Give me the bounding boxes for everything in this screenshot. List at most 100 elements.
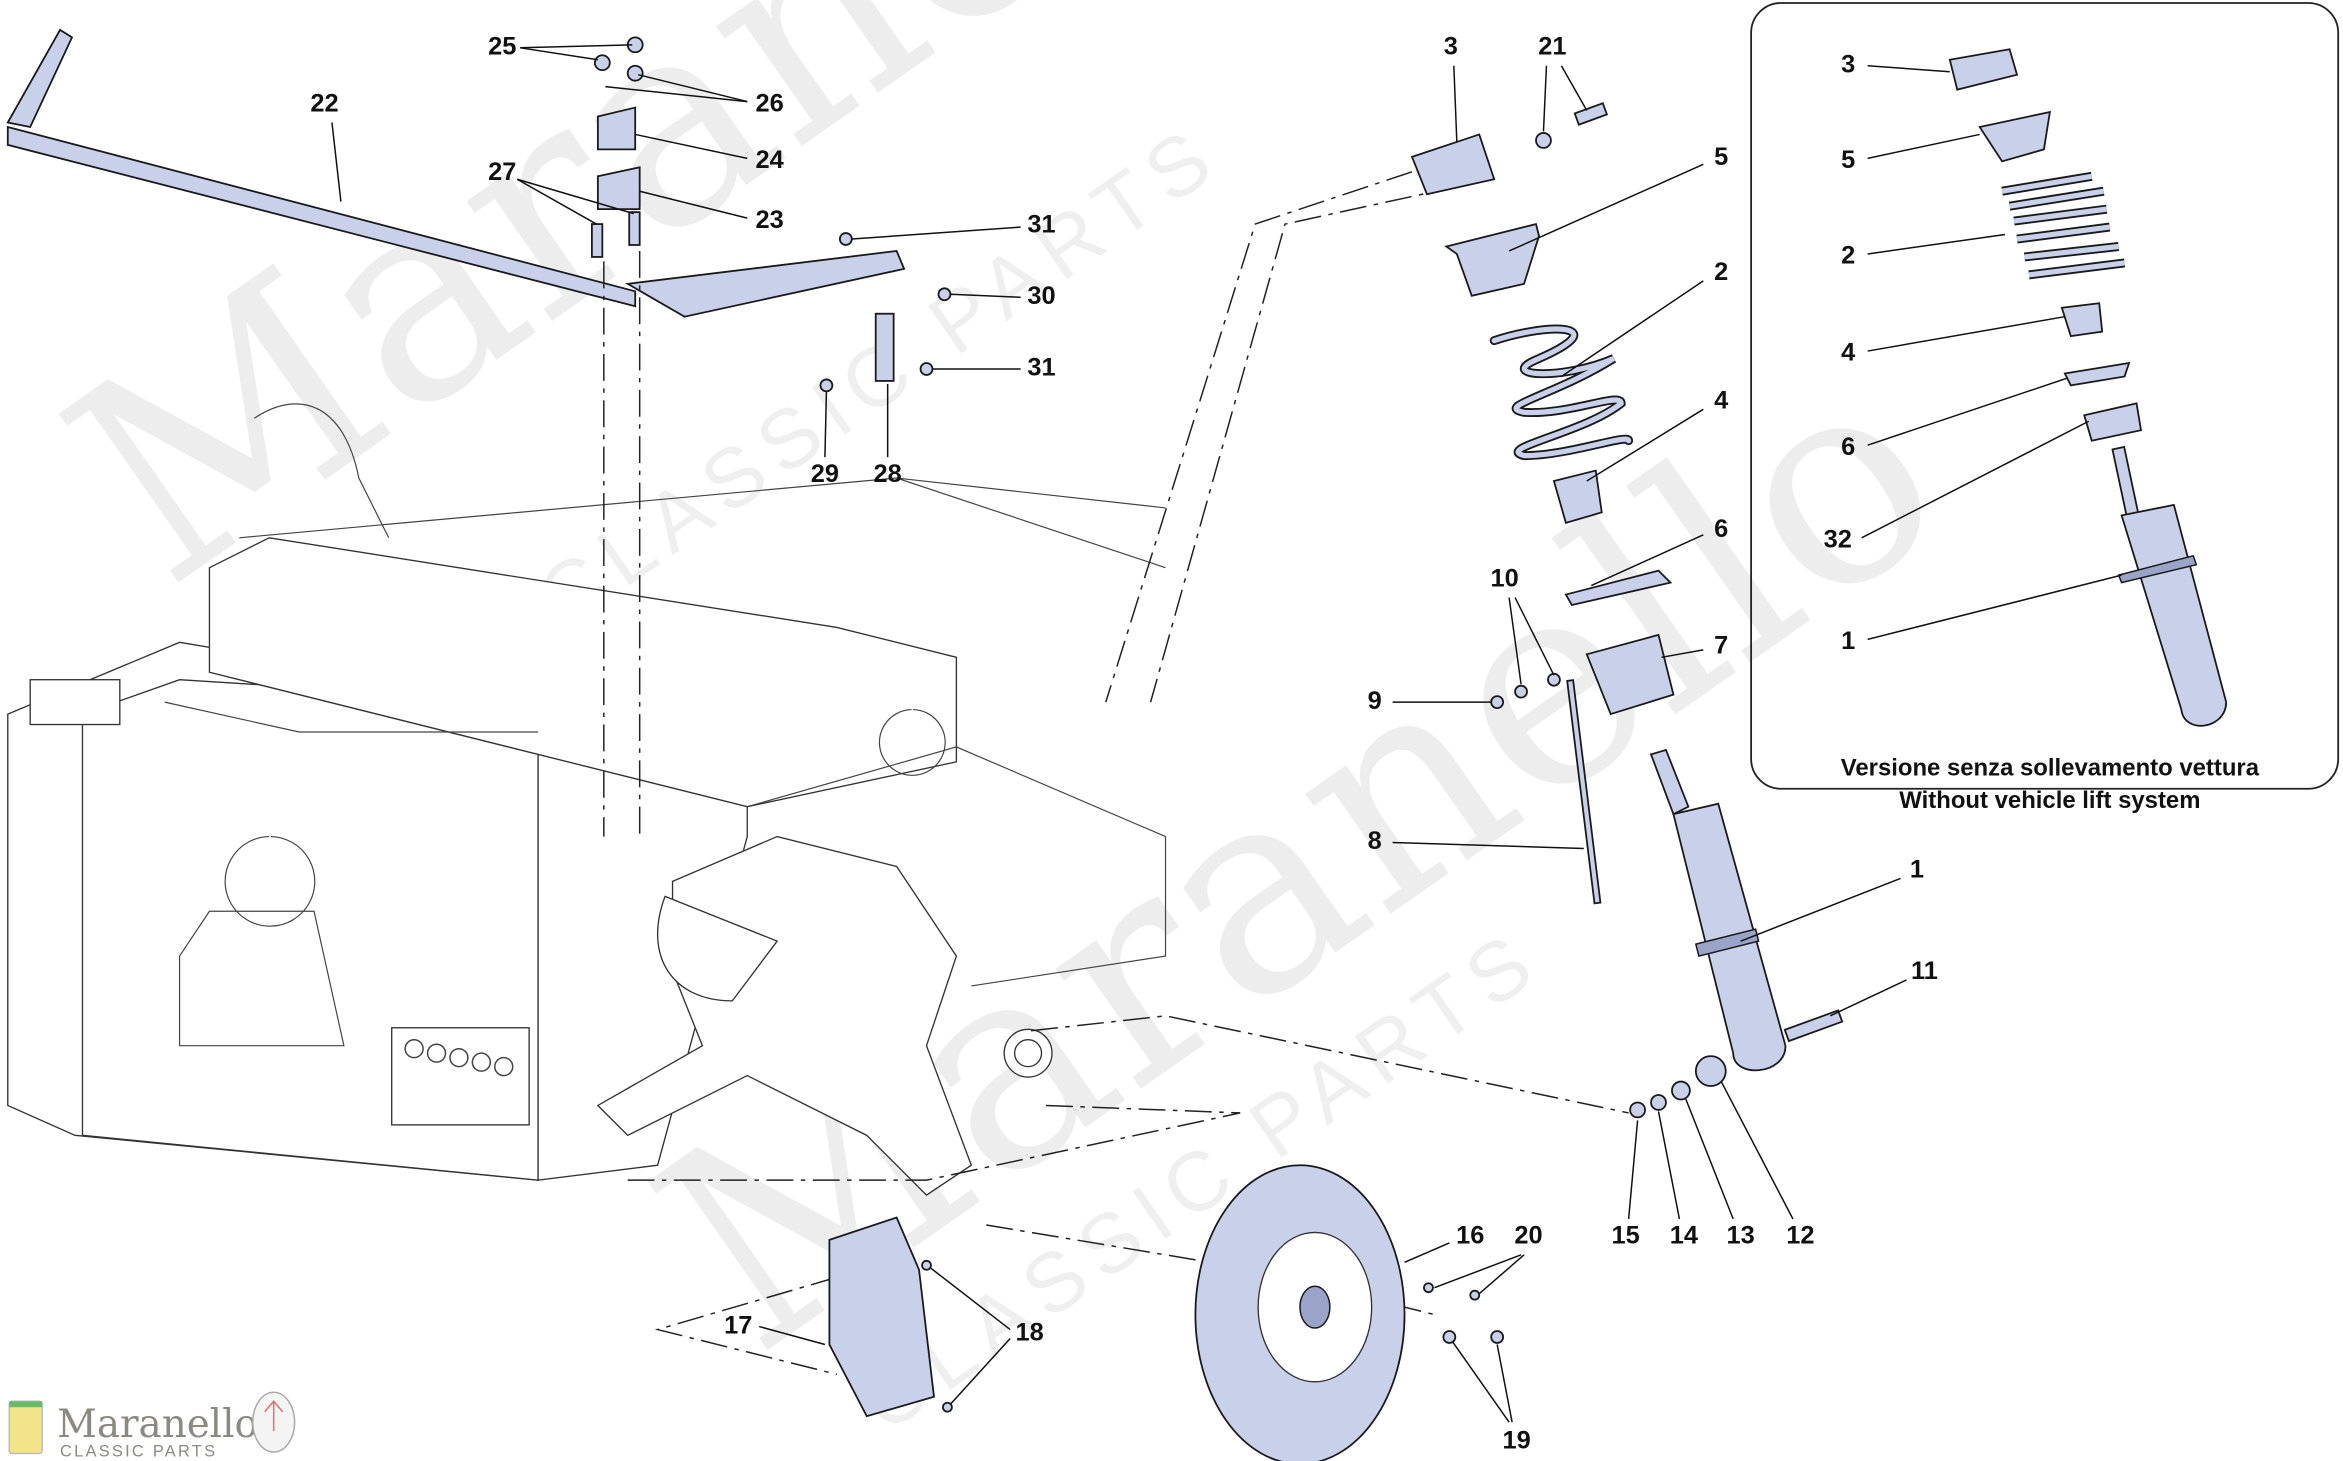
part-number-label[interactable]: 1 [1910, 856, 1924, 884]
part-number-label[interactable]: 2 [1714, 258, 1728, 286]
callout-10[interactable]: 10 [1491, 564, 1555, 685]
callout-9[interactable]: 9 [1368, 687, 1492, 715]
part-number-label[interactable]: 4 [1841, 339, 1855, 367]
leader-line [1740, 877, 1901, 942]
callout-21[interactable]: 21 [1538, 33, 1588, 132]
part-number-label[interactable]: 23 [756, 206, 784, 234]
part-number-label[interactable]: 5 [1714, 143, 1728, 171]
part-number-label[interactable]: 3 [1841, 50, 1855, 78]
part-number-label[interactable]: 29 [811, 460, 839, 488]
part-number-label[interactable]: 21 [1538, 33, 1566, 61]
inset-callout-2[interactable]: 2 [1841, 233, 2006, 270]
callout-31[interactable]: 31 [851, 210, 1056, 240]
callout-14[interactable]: 14 [1657, 1111, 1699, 1250]
inset-callout-32[interactable]: 32 [1824, 420, 2090, 553]
callout-26[interactable]: 26 [605, 73, 784, 118]
part-number-label[interactable]: 12 [1786, 1222, 1814, 1250]
inset-callout-labels: 3 5 2 4 6 32 1 [1824, 50, 2122, 655]
leader-line [1867, 233, 2006, 255]
upright-and-arms [596, 835, 1053, 1196]
callout-15[interactable]: 15 [1612, 1120, 1640, 1250]
part-number-label[interactable]: 22 [310, 89, 338, 117]
callout-27[interactable]: 27 [488, 158, 634, 225]
part-number-label[interactable]: 4 [1714, 387, 1728, 415]
leader-line [930, 1267, 1011, 1331]
part-number-label[interactable]: 17 [724, 1311, 752, 1339]
callout-2[interactable]: 2 [1560, 258, 1728, 378]
part-number-label[interactable]: 24 [756, 146, 784, 174]
inset-callout-1[interactable]: 1 [1841, 574, 2122, 655]
leader-line [1496, 1344, 1513, 1423]
leader-line [516, 178, 597, 225]
inset-callout-5[interactable]: 5 [1841, 133, 1980, 174]
leader-line [851, 226, 1021, 240]
part-number-label[interactable]: 31 [1027, 210, 1055, 238]
leader-line [635, 133, 748, 160]
part-number-label[interactable]: 18 [1015, 1319, 1043, 1347]
callout-20[interactable]: 20 [1434, 1222, 1543, 1295]
part-number-label[interactable]: 6 [1714, 515, 1728, 543]
leader-line [639, 190, 748, 219]
part-number-label[interactable]: 25 [488, 33, 516, 61]
callout-13[interactable]: 13 [1684, 1097, 1755, 1250]
inset-caption-italian: Versione senza sollevamento vettura [1841, 754, 2260, 781]
leader-line [1627, 1120, 1639, 1220]
callout-8[interactable]: 8 [1368, 827, 1584, 855]
part-number-label[interactable]: 8 [1368, 827, 1382, 855]
part-number-label[interactable]: 10 [1491, 564, 1519, 592]
part-number-label[interactable]: 3 [1444, 33, 1458, 61]
leader-line [1560, 280, 1704, 378]
part-number-label[interactable]: 26 [756, 89, 784, 117]
callout-25[interactable]: 25 [488, 33, 633, 61]
part-number-label[interactable]: 20 [1514, 1222, 1542, 1250]
part-number-label[interactable]: 6 [1841, 433, 1855, 461]
callout-4[interactable]: 4 [1586, 387, 1729, 482]
leader-line [1661, 649, 1704, 659]
part-number-label[interactable]: 32 [1824, 525, 1852, 553]
callout-19[interactable]: 19 [1451, 1341, 1531, 1454]
callout-11[interactable]: 11 [1829, 957, 1938, 1017]
callout-5[interactable]: 5 [1508, 143, 1728, 252]
leader-line [1867, 315, 2065, 352]
callout-12[interactable]: 12 [1720, 1081, 1815, 1250]
callout-3[interactable]: 3 [1444, 33, 1458, 142]
part-number-label[interactable]: 28 [874, 460, 902, 488]
part-number-label[interactable]: 2 [1841, 242, 1855, 270]
callout-31[interactable]: 31 [932, 354, 1056, 382]
leader-line [949, 1338, 1011, 1405]
callout-18[interactable]: 18 [930, 1267, 1044, 1405]
inset-callout-6[interactable]: 6 [1841, 377, 2069, 461]
callout-7[interactable]: 7 [1661, 632, 1728, 660]
leader-line [1720, 1081, 1794, 1220]
leader-line [1560, 65, 1588, 111]
part-number-label[interactable]: 30 [1027, 282, 1055, 310]
inset-callout-4[interactable]: 4 [1841, 315, 2065, 367]
callout-28[interactable]: 28 [874, 383, 902, 488]
part-number-label[interactable]: 1 [1841, 627, 1855, 655]
leader-line [1542, 65, 1548, 132]
part-number-label[interactable]: 14 [1670, 1222, 1698, 1250]
callout-17[interactable]: 17 [724, 1311, 826, 1346]
callout-22[interactable]: 22 [310, 89, 342, 202]
part-number-label[interactable]: 7 [1714, 632, 1728, 660]
callout-23[interactable]: 23 [639, 190, 784, 234]
callout-29[interactable]: 29 [811, 391, 839, 488]
leader-line [950, 293, 1021, 299]
callout-1[interactable]: 1 [1740, 856, 1924, 942]
part-number-label[interactable]: 16 [1456, 1222, 1484, 1250]
maranello-classic-parts-logo: Maranello CLASSIC PARTS [8, 1391, 296, 1461]
inset-no-lift-system: Versione senza sollevamento vettura With… [1750, 2, 2340, 814]
part-number-label[interactable]: 9 [1368, 687, 1382, 715]
part-number-label[interactable]: 19 [1502, 1426, 1530, 1454]
callout-24[interactable]: 24 [635, 133, 784, 174]
part-number-label[interactable]: 15 [1612, 1222, 1640, 1250]
callout-16[interactable]: 16 [1404, 1222, 1485, 1264]
inset-callout-3[interactable]: 3 [1841, 50, 1950, 78]
part-number-label[interactable]: 31 [1027, 354, 1055, 382]
callout-30[interactable]: 30 [950, 282, 1056, 310]
part-number-label[interactable]: 27 [488, 158, 516, 186]
part-number-label[interactable]: 11 [1911, 957, 1938, 985]
callout-6[interactable]: 6 [1590, 515, 1728, 587]
part-number-label[interactable]: 13 [1727, 1222, 1755, 1250]
part-number-label[interactable]: 5 [1841, 146, 1855, 174]
